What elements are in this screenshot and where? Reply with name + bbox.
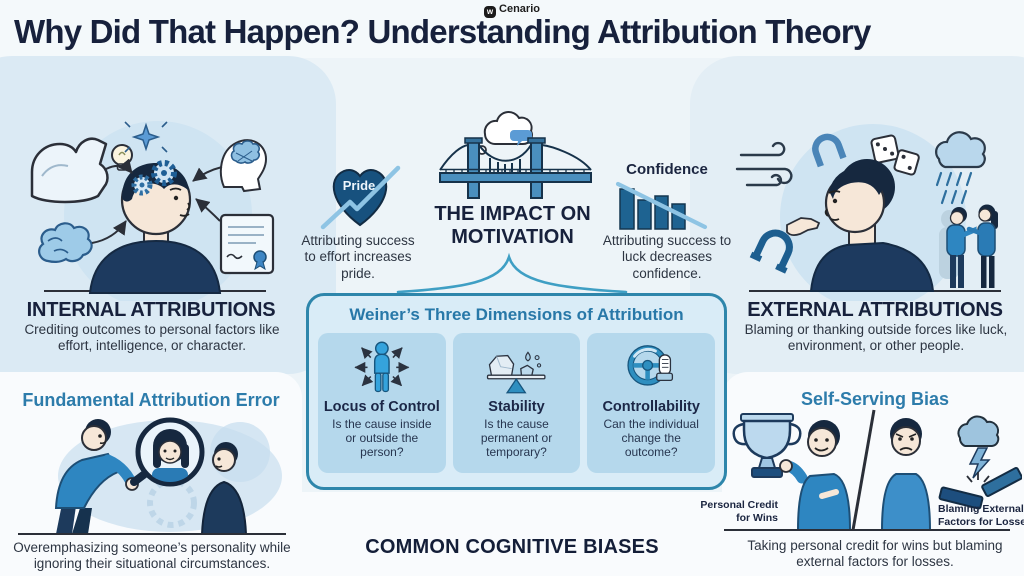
trophy-icon — [732, 413, 802, 478]
personal-credit-label: Personal Credit for Wins — [700, 499, 778, 524]
loser-person-icon — [880, 418, 932, 531]
self-serving-bias-caption: Taking personal credit for wins but blam… — [747, 538, 1003, 570]
profile-brain-icon — [219, 139, 268, 193]
dimension-card-locus: Locus of Control Is the cause inside or … — [318, 333, 446, 473]
external-person-icon — [809, 159, 935, 292]
impact-on-motivation-heading: THE IMPACT ON MOTIVATION — [434, 203, 591, 248]
page-title: Why Did That Happen? Understanding Attri… — [14, 13, 871, 50]
self-serving-bias-illustration — [724, 409, 1022, 531]
steering-wheel-hand-icon — [627, 345, 674, 386]
fundamental-attribution-error-illustration — [18, 417, 286, 535]
pointing-hand-icon — [786, 217, 821, 237]
person-arrows-icon — [354, 341, 410, 393]
weiner-dimensions-box: Weiner’s Three Dimensions of Attribution — [306, 293, 727, 490]
bicep-icon — [30, 137, 109, 204]
dimension-card-stability: Stability Is the cause permanent or temp… — [452, 333, 581, 473]
dimension-name: Stability — [488, 399, 545, 415]
confidence-caption: Attributing success to luck decreases co… — [602, 233, 732, 281]
gears-icon — [131, 160, 177, 196]
self-serving-bias-heading: Self-Serving Bias — [800, 389, 950, 409]
weiner-title: Weiner’s Three Dimensions of Attribution — [349, 305, 684, 324]
cenario-logo-icon: w — [484, 6, 497, 18]
dimension-card-controllability: Controllability Can the individual chang… — [587, 333, 716, 473]
magnifying-glass-person-icon — [130, 417, 205, 487]
broken-plank-icon — [938, 467, 1022, 510]
heart-rising-trend-icon — [320, 165, 401, 230]
internal-attributions-description: Crediting outcomes to personal factors l… — [24, 322, 280, 354]
common-cognitive-biases-heading: COMMON COGNITIVE BIASES — [365, 536, 659, 558]
top-background-strip — [0, 0, 1024, 58]
internal-attributions-heading: INTERNAL ATTRIBUTIONS — [26, 299, 276, 321]
certificate-icon — [219, 213, 275, 275]
fundamental-attribution-error-heading: Fundamental Attribution Error — [22, 390, 280, 410]
dimension-question: Is the cause inside or outside the perso… — [332, 417, 432, 460]
rain-cloud-icon — [935, 131, 986, 205]
sparkle-icon — [124, 121, 168, 153]
bottom-center-panel — [302, 492, 722, 576]
horseshoe-icon — [812, 133, 847, 168]
pride-label: Pride — [342, 178, 376, 193]
winner-person-icon — [779, 420, 852, 531]
dimension-name: Locus of Control — [323, 399, 440, 415]
dimension-name: Controllability — [602, 399, 700, 415]
pride-caption: Attributing success to effort increases … — [301, 233, 415, 281]
divider-slash — [851, 409, 876, 531]
examiner-person-icon — [54, 419, 139, 534]
dice-icon — [870, 134, 920, 176]
brace-connector — [396, 252, 628, 294]
arrows-to-head — [91, 158, 223, 244]
declining-bar-chart-icon — [615, 181, 708, 230]
storm-cloud-icon — [957, 415, 1000, 479]
internal-attributions-illustration — [30, 121, 275, 301]
dimension-question: Is the cause permanent or temporary? — [480, 417, 553, 460]
external-attributions-illustration — [735, 124, 1001, 301]
talking-people-icon — [939, 204, 998, 288]
external-attributions-description: Blaming or thanking outside forces like … — [744, 322, 1008, 354]
suspension-bridge-icon — [439, 111, 592, 199]
horseshoe-icon — [749, 229, 793, 274]
balance-rocks-icon — [486, 351, 546, 394]
fundamental-attribution-error-caption: Overemphasizing someone’s personality wh… — [13, 540, 291, 572]
cenario-logo-text: Cenario — [499, 3, 540, 15]
observed-person-icon — [200, 442, 248, 535]
dimension-question: Can the individual change the outcome? — [603, 417, 699, 460]
blaming-external-label: Blaming External Factors for Losses — [938, 503, 1024, 528]
confidence-label: Confidence — [626, 161, 708, 178]
brain-icon — [38, 222, 93, 263]
wind-icon — [735, 141, 793, 187]
external-attributions-heading: EXTERNAL ATTRIBUTIONS — [747, 299, 1003, 321]
thinking-person-icon — [88, 160, 222, 294]
